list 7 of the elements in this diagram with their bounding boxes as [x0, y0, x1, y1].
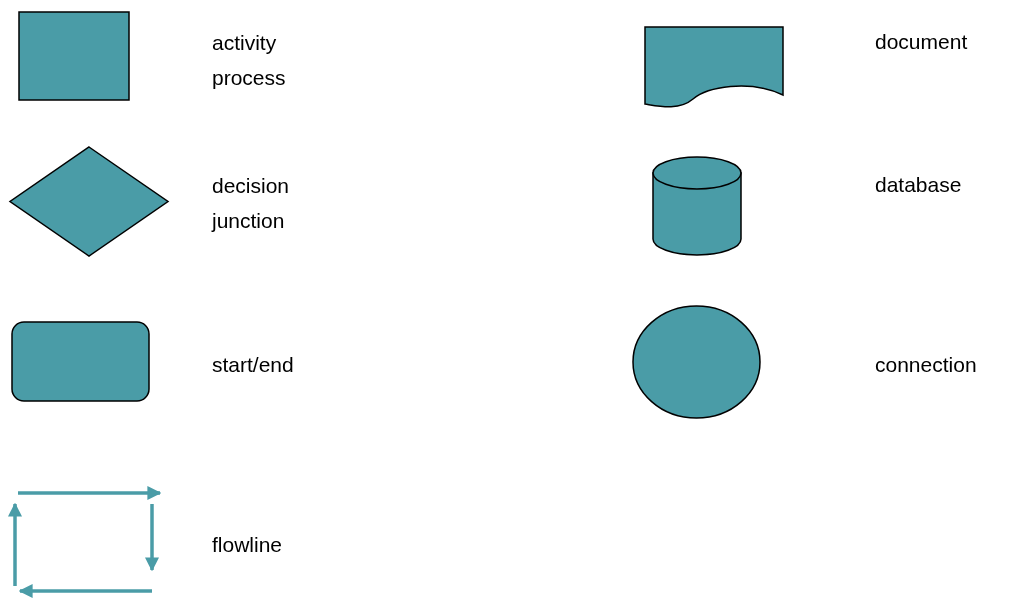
- symbol-label: flowline: [212, 532, 284, 558]
- symbol-label: activity process: [212, 30, 287, 91]
- symbol-label: decision junction: [212, 173, 291, 234]
- symbol-label: start/end: [212, 352, 295, 378]
- symbol-label: document: [875, 29, 969, 55]
- symbol-label: connection: [875, 352, 978, 378]
- symbol-label: database: [875, 172, 963, 198]
